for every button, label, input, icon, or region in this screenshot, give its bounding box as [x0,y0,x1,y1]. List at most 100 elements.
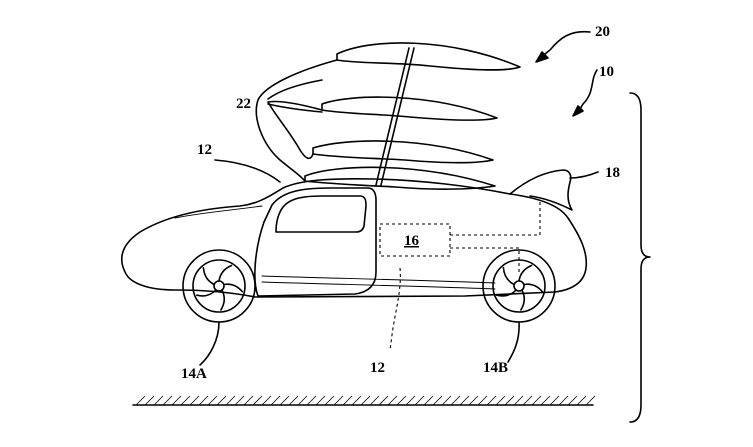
wing-top [336,42,521,71]
hatch-line [261,395,272,406]
link-to-rear-wheel [450,247,520,272]
label-18: 18 [605,165,620,181]
hatch-line [378,395,389,406]
front-rim [192,259,246,313]
car-window [275,195,367,233]
leader-10 [576,69,598,115]
car-body [121,169,588,298]
leader-12-top [214,159,281,183]
hatch-line [396,395,407,406]
hatch-line [387,395,398,406]
wing-stack [255,42,521,190]
hatch-line [450,395,461,406]
rear-wheel [482,249,556,323]
label-22: 22 [236,96,251,112]
hatch-line [468,395,479,406]
hatch-line [405,395,416,406]
support-arm-inner [267,100,323,160]
hatch-line [441,395,452,406]
wheel-spoke [496,289,517,297]
hatch-line [432,395,443,406]
leader-22a [267,79,323,100]
hatch-line [567,395,578,406]
hatch-line [531,395,542,406]
hatch-line [171,395,182,406]
arrow-20 [535,51,549,63]
label-16: 16 [404,233,420,249]
leader-20 [539,30,591,59]
fender-line [174,205,263,219]
hatch-line [486,395,497,406]
wheel-spoke [518,264,533,282]
hatch-line [234,395,245,406]
hatch-line [513,395,524,406]
wing-third [312,140,494,164]
hatch-line [162,395,173,406]
link-to-fin [450,202,541,236]
hatch-line [297,395,308,406]
hatch-line [459,395,470,406]
hatch-line [180,395,191,406]
hatch-line [225,395,236,406]
hatch-line [504,395,515,406]
wheel-spoke [223,283,244,293]
hatch-line [423,395,434,406]
leader-22b [267,103,323,113]
arrow-10 [572,105,584,117]
label-14a: 14A [181,366,207,382]
label-12-bottom: 12 [370,360,385,376]
wheel-spoke [523,283,544,293]
hatch-line [270,395,281,406]
hatch-line [189,395,200,406]
hatch-line [495,395,506,406]
hatch-line [585,395,596,406]
label-14b: 14B [483,360,508,376]
rear-fin [509,169,573,211]
rear-rim [492,259,546,313]
hatch-line [315,395,326,406]
front-wheel [182,249,256,323]
hatch-line [576,395,587,406]
hatch-line [198,395,209,406]
wheel-spoke [220,289,226,311]
hatch-line [324,395,335,406]
hatch-line [522,395,533,406]
rear-spokes [496,264,544,311]
ground [132,395,596,406]
label-12-top: 12 [197,142,212,158]
system-bracket [629,92,651,423]
wheel-spoke [502,266,515,286]
hatch-line [549,395,560,406]
wing-mast [380,47,415,186]
hatch-line [288,395,299,406]
wing-mast-edge [375,47,410,186]
hatch-line [342,395,353,406]
hatch-line [144,395,155,406]
wheel-spoke [218,264,233,282]
hatch-line [306,395,317,406]
leader-14b [507,321,520,363]
wheel-spoke [196,289,217,297]
hatch-line [252,395,263,406]
hatch-line [360,395,371,406]
leader-12-bottom [389,267,401,351]
leader-14a [199,321,220,366]
label-10: 10 [599,64,614,80]
car-outline [121,177,588,298]
hatch-line [153,395,164,406]
hatch-line [540,395,551,406]
hatch-line [414,395,425,406]
hatch-line [477,395,488,406]
hatch-line [279,395,290,406]
wheel-spoke [202,266,215,286]
side-line-2 [261,281,496,290]
front-spokes [196,264,244,311]
hatch-line [207,395,218,406]
label-20: 20 [595,24,610,40]
hatch-line [558,395,569,406]
wing-second [321,96,498,122]
wheel-spoke [520,289,526,311]
hatch-line [243,395,254,406]
hatch-line [135,395,146,406]
